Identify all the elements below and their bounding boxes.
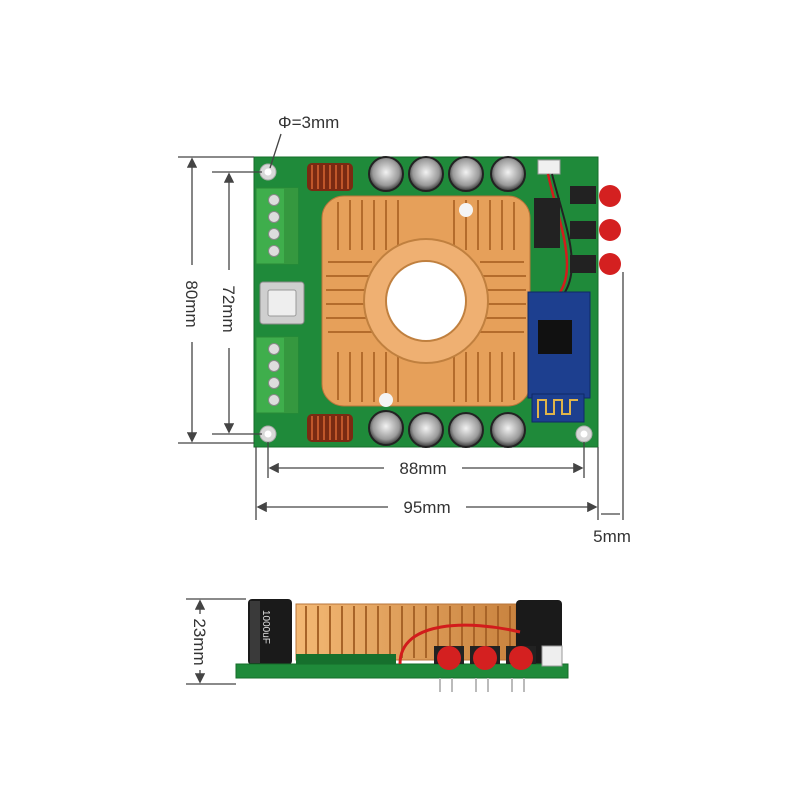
width-outer-label: 95mm (403, 498, 450, 517)
top-view-board (253, 156, 621, 448)
side-buttons (434, 646, 536, 670)
dimension-lines-top (178, 133, 624, 520)
side-wire (398, 623, 521, 665)
mounting-hole-bottom-right (575, 425, 593, 443)
offset-label: 5mm (593, 527, 631, 546)
ic-chip (534, 198, 560, 248)
mounting-hole-bottom-left (259, 425, 277, 443)
capacitors-top-row (368, 156, 526, 192)
terminal-block-top (255, 187, 299, 265)
power-jack (259, 281, 305, 325)
side-capacitor-left: 1000uF (248, 599, 292, 665)
side-view-board: 1000uF (235, 599, 569, 692)
hole-diameter-label: Φ=3mm (278, 113, 339, 132)
height-inner-label: 72mm (219, 285, 238, 332)
heatsink (321, 195, 531, 407)
capacitor-label: 1000uF (260, 610, 271, 644)
side-height-label: 23mm (190, 618, 209, 665)
bluetooth-module (527, 291, 591, 423)
width-inner-label: 88mm (399, 459, 446, 478)
buttons-right (570, 185, 621, 275)
terminal-block-bottom (255, 336, 299, 414)
capacitors-bottom-row (368, 410, 526, 448)
height-outer-label: 80mm (182, 280, 201, 327)
mounting-hole-top-left (259, 163, 277, 181)
inductor-top (307, 163, 353, 191)
side-label-bg (183, 614, 205, 670)
inductor-bottom (307, 414, 353, 442)
